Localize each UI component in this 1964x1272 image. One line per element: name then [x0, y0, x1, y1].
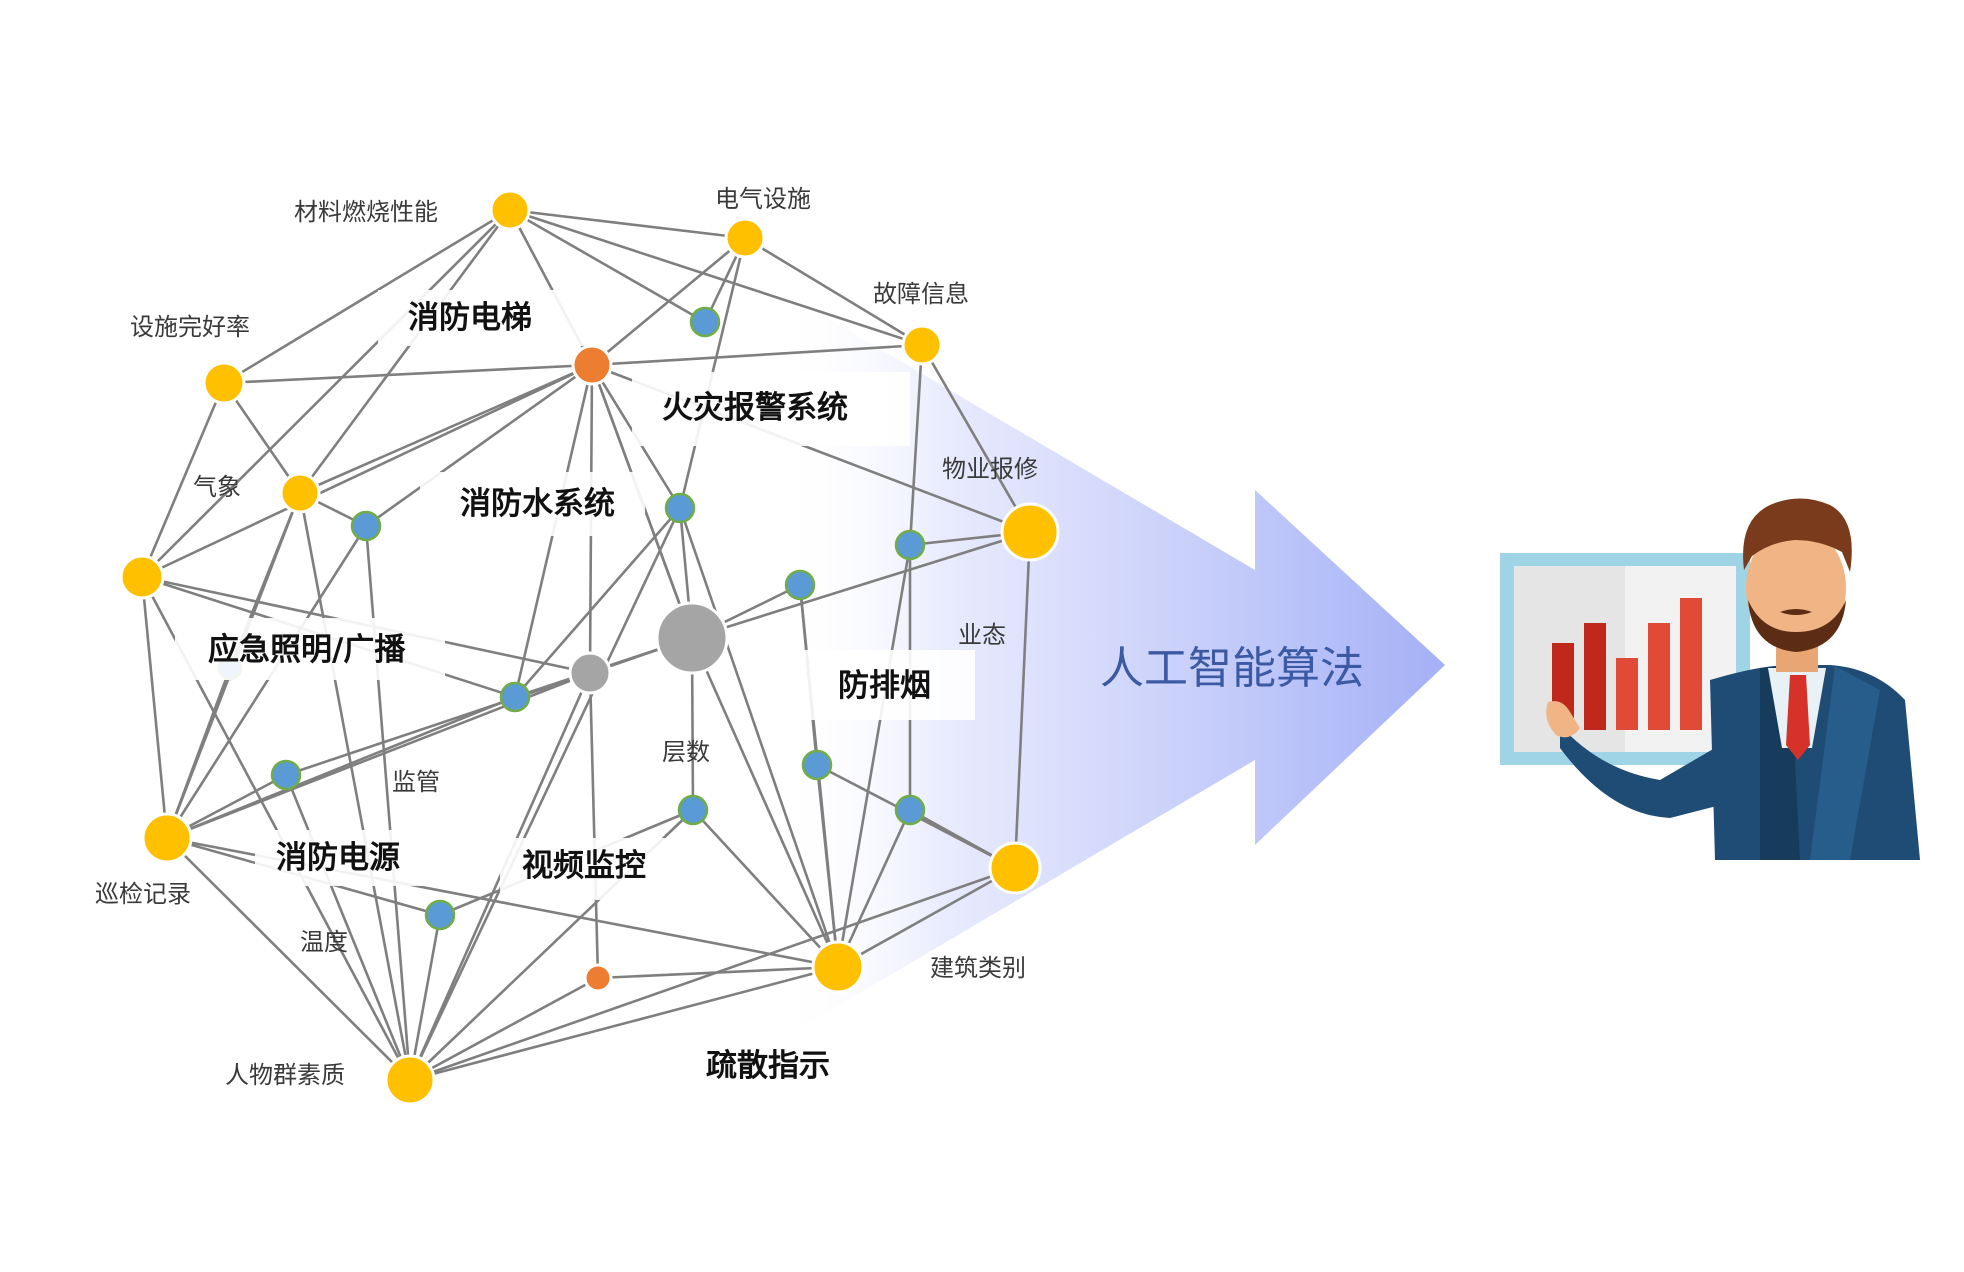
network-edge [509, 208, 923, 347]
label-supervise: 监管 [392, 768, 440, 796]
label-smoke: 防排烟 [838, 668, 931, 704]
node-factor [988, 841, 1042, 895]
network-edge [165, 667, 232, 839]
flow-arrow [780, 290, 1445, 1040]
node-factor [202, 361, 246, 405]
network-edge [364, 525, 412, 1081]
node-factor [279, 472, 321, 514]
node-factor [901, 324, 943, 366]
node-alert [583, 963, 613, 993]
label-weather: 气象 [193, 473, 241, 501]
label-material: 材料燃烧性能 [294, 198, 438, 226]
node-hub [568, 651, 612, 695]
node-sensor [350, 510, 382, 542]
network-edge [408, 914, 442, 1081]
network-edge [744, 236, 923, 347]
label-floors: 层数 [662, 738, 710, 766]
network-edge [166, 695, 516, 840]
node-factor [811, 940, 865, 994]
node-sensor [664, 492, 696, 524]
network-edge [140, 382, 226, 578]
node-sensor [801, 749, 833, 781]
network-edge [409, 976, 599, 1082]
label-business: 业态 [958, 621, 1006, 649]
network-edge [408, 507, 682, 1081]
network-edge [591, 343, 923, 367]
node-sensor [424, 899, 456, 931]
network-edge [836, 544, 912, 968]
network-edge [409, 965, 839, 1082]
network-edge [690, 637, 840, 968]
network-edge [509, 208, 746, 240]
label-electric: 电气设施 [715, 185, 811, 213]
network-edge [166, 837, 411, 1081]
node-factor [384, 1054, 436, 1106]
network-edge [365, 363, 593, 528]
network-edge [223, 208, 511, 385]
label-repair: 物业报修 [942, 455, 1038, 483]
node-layer [119, 189, 1060, 1106]
label-video: 视频监控 [522, 848, 646, 884]
label-elevator: 消防电梯 [408, 300, 532, 336]
network-edge [285, 671, 591, 777]
node-sensor [894, 529, 926, 561]
network-edge [298, 209, 512, 494]
label-alarm: 火灾报警系统 [662, 390, 848, 426]
network-edge [908, 344, 924, 546]
label-crowd: 人物群素质 [225, 1061, 345, 1089]
label-evac: 疏散指示 [706, 1048, 830, 1084]
node-alert [571, 344, 613, 386]
network-edge [140, 576, 169, 839]
network-edge [692, 809, 839, 968]
network-edge [509, 208, 706, 324]
system-labels: 消防电梯 火灾报警系统 消防水系统 应急照明/广播 防排烟 消防电源 视频监控 … [175, 290, 975, 1099]
network-edge [141, 363, 593, 579]
network-edge [299, 363, 593, 495]
network-edge [691, 530, 1031, 640]
network-edge [588, 672, 600, 979]
node-sensor [784, 569, 816, 601]
node-sensor [689, 306, 721, 338]
network-edge [815, 764, 840, 968]
node-hub [655, 601, 729, 675]
node-factor [119, 554, 165, 600]
network-edge [284, 774, 412, 1081]
network-edge [597, 965, 839, 980]
network-edge [678, 507, 840, 968]
node-sensor [499, 681, 531, 713]
network-edge [837, 866, 1016, 969]
network-edge [920, 344, 1032, 533]
presenter-with-bar-chart-icon [1500, 498, 1920, 860]
label-facility: 设施完好率 [130, 313, 250, 341]
label-patrol: 巡检记录 [95, 880, 191, 908]
label-fault: 故障信息 [873, 280, 969, 308]
label-buildtype: 建筑类别 [930, 954, 1026, 982]
network-edge [591, 236, 746, 367]
network-edge [836, 809, 912, 968]
node-sensor [677, 794, 709, 826]
label-temperature: 温度 [300, 928, 348, 956]
network-edge [298, 492, 412, 1081]
network-edge [222, 382, 302, 494]
network-edge [223, 363, 593, 385]
network-edge [514, 507, 681, 698]
node-factor [1000, 502, 1060, 562]
node-sensor [270, 759, 302, 791]
node-sensor [894, 794, 926, 826]
node-factor [141, 812, 193, 864]
network-edge [165, 525, 368, 839]
network-edge [1013, 531, 1032, 869]
label-power: 消防电源 [276, 840, 400, 876]
factor-labels: 材料燃烧性能 电气设施 故障信息 设施完好率 气象 物业报修 业态 层数 监管 … [95, 185, 1038, 1089]
ai-algorithm-label: 人工智能算法 [1100, 643, 1364, 694]
node-factor [724, 217, 766, 259]
node-factor [489, 189, 531, 231]
network-edge [141, 209, 511, 578]
label-lighting: 应急照明/广播 [208, 632, 406, 668]
label-water: 消防水系统 [460, 486, 615, 522]
